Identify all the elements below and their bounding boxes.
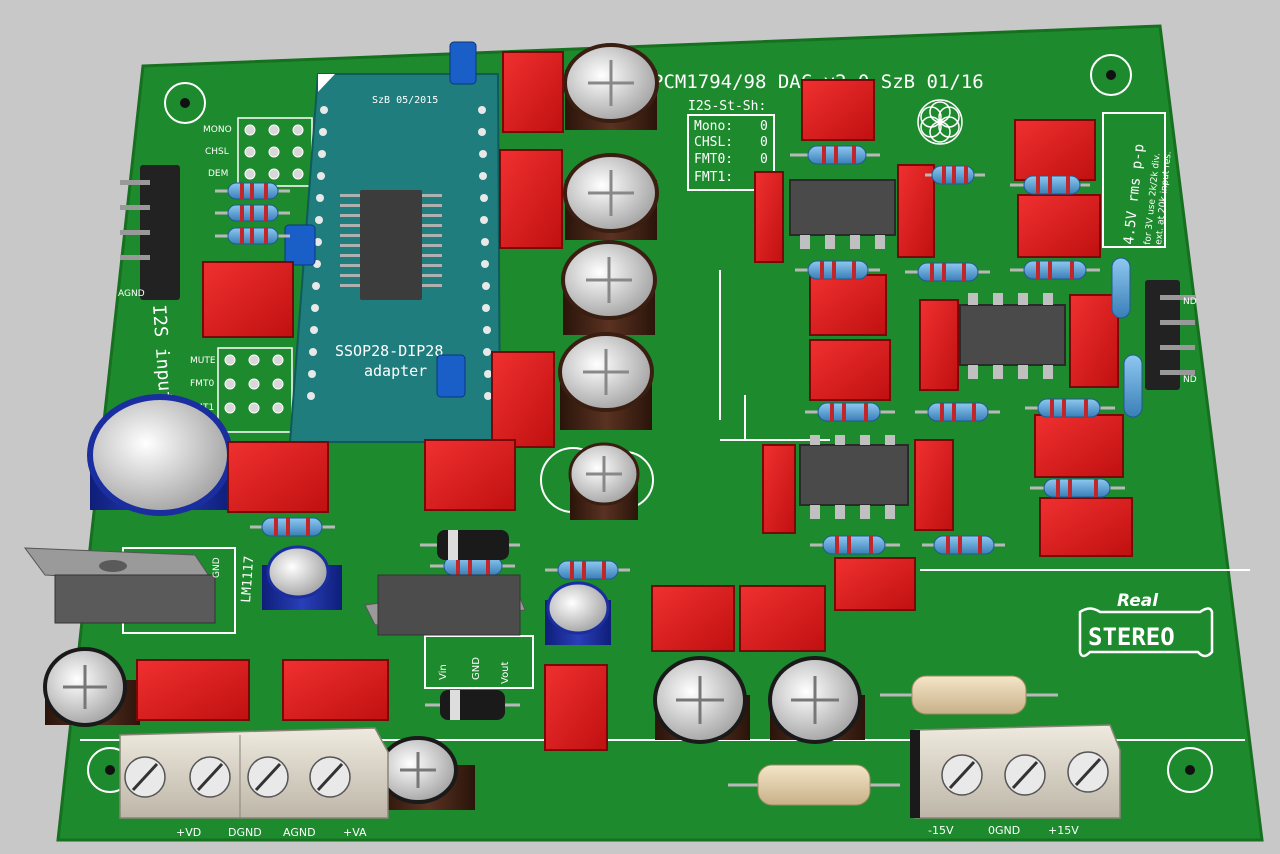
i2s-pin-header bbox=[120, 165, 180, 300]
small-blue-capacitors bbox=[262, 545, 611, 645]
jumper-label-dem: DEM bbox=[208, 169, 228, 179]
switch-row-name: FMT0: bbox=[694, 152, 733, 167]
switch-row-name: FMT1: bbox=[694, 170, 733, 185]
power-resistors bbox=[728, 675, 1058, 806]
jumper-label-mute: MUTE bbox=[190, 356, 216, 366]
big-blue-capacitor bbox=[87, 394, 233, 516]
terminal-label-neg15v: -15V bbox=[928, 824, 954, 837]
output-pin-label: ND bbox=[1183, 297, 1197, 307]
jumper-pads-top bbox=[237, 117, 313, 187]
jumper-label-fmt0: FMT0 bbox=[190, 379, 214, 389]
header-pin-label: AGND bbox=[118, 289, 145, 299]
jumper-label-chsl: CHSL bbox=[205, 147, 229, 157]
reg2-pin-gnd: GND bbox=[212, 557, 222, 578]
reg-pin-vout: Vout bbox=[500, 661, 511, 684]
terminal-label-vd: +VD bbox=[176, 826, 201, 839]
terminal-label-pos15v: +15V bbox=[1048, 824, 1079, 837]
blue-small-capacitors bbox=[284, 41, 477, 398]
flower-logo bbox=[917, 99, 963, 145]
adapter-top-text: SzB 05/2015 bbox=[372, 95, 438, 106]
switch-row-name: Mono: bbox=[694, 119, 733, 134]
terminal-label-0gnd: 0GND bbox=[988, 824, 1020, 837]
switch-row-value: 0 bbox=[760, 119, 768, 134]
diodes bbox=[420, 530, 520, 720]
adapter-label-2: adapter bbox=[364, 362, 427, 380]
terminal-label-va: +VA bbox=[343, 826, 367, 839]
ssop-adapter: SzB 05/2015 SSOP28-DIP28 adapter bbox=[288, 73, 502, 443]
terminal-label-agnd: AGND bbox=[283, 826, 316, 839]
terminal-label-dgnd: DGND bbox=[228, 826, 262, 839]
opamp-chips bbox=[789, 179, 1066, 519]
adapter-label-1: SSOP28-DIP28 bbox=[335, 342, 443, 360]
real-stereo-logo: Real STEREO bbox=[1078, 591, 1214, 658]
voltage-regulators bbox=[23, 547, 526, 636]
terminal-block-right bbox=[910, 724, 1121, 819]
electrolytic-caps bbox=[558, 43, 659, 520]
switch-row-name: CHSL: bbox=[694, 135, 733, 150]
red-film-capacitors bbox=[136, 51, 1133, 751]
output-pin-label: ND bbox=[1183, 375, 1197, 385]
output-pin-header bbox=[1145, 280, 1195, 390]
jumper-pads-bottom bbox=[217, 347, 293, 433]
resistors bbox=[215, 145, 1143, 580]
bottom-electrolytics bbox=[43, 647, 865, 810]
reg-pin-gnd: GND bbox=[471, 657, 482, 680]
logo-top-text: Real bbox=[1117, 591, 1159, 611]
logo-main-text: STEREO bbox=[1088, 623, 1175, 651]
regulator-label: LM1117 bbox=[239, 555, 257, 603]
jumper-label-mono: MONO bbox=[203, 125, 232, 135]
i2s-st-sh-label: I2S-St-Sh: bbox=[688, 99, 766, 114]
reg-pin-vin: Vin bbox=[438, 664, 449, 680]
switch-row-value: 0 bbox=[760, 152, 768, 167]
terminal-block-left bbox=[119, 727, 389, 819]
mounting-holes bbox=[87, 54, 1213, 793]
switch-row-value: 0 bbox=[760, 135, 768, 150]
